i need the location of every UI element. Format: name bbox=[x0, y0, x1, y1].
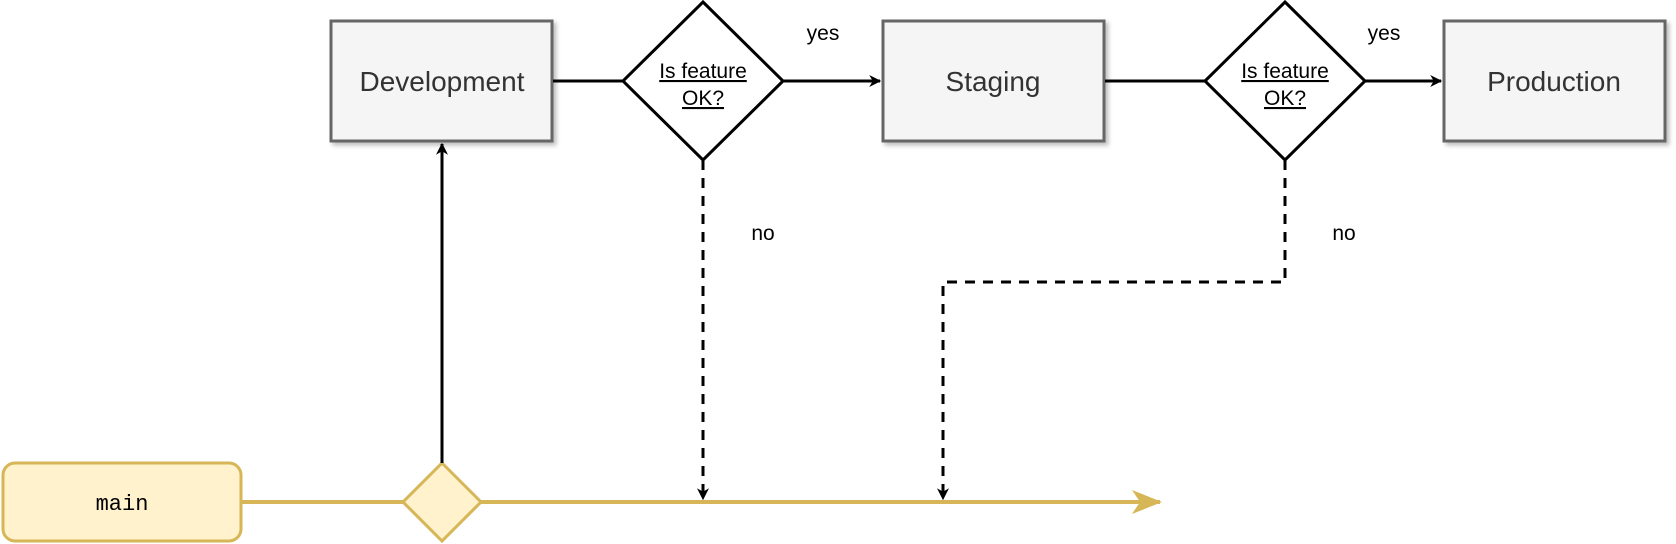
decision-1-label-line1: Is feature bbox=[659, 60, 747, 83]
edge-label-yes-1: yes bbox=[807, 22, 840, 45]
stage-development-label: Development bbox=[360, 66, 525, 97]
stage-development[interactable]: Development bbox=[329, 19, 554, 143]
edge-label-no-2: no bbox=[1332, 222, 1355, 245]
stage-production-label: Production bbox=[1487, 66, 1621, 97]
stage-staging-label: Staging bbox=[946, 66, 1041, 97]
decision-2: Is feature OK? bbox=[1202, 0, 1368, 163]
branch-main[interactable]: main bbox=[1, 461, 243, 543]
edge-label-no-1: no bbox=[751, 222, 774, 245]
stage-staging[interactable]: Staging bbox=[881, 19, 1106, 143]
edge-decision2-no bbox=[937, 160, 1287, 501]
decision-1-label-line2: OK? bbox=[682, 87, 724, 110]
decision-2-label-line2: OK? bbox=[1264, 87, 1306, 110]
branch-main-label: main bbox=[96, 492, 149, 517]
stage-production[interactable]: Production bbox=[1442, 19, 1667, 143]
decision-1: Is feature OK? bbox=[620, 0, 786, 163]
edge-label-yes-2: yes bbox=[1368, 22, 1401, 45]
branch-point-diamond bbox=[400, 460, 484, 544]
decision-2-label-line1: Is feature bbox=[1241, 60, 1329, 83]
